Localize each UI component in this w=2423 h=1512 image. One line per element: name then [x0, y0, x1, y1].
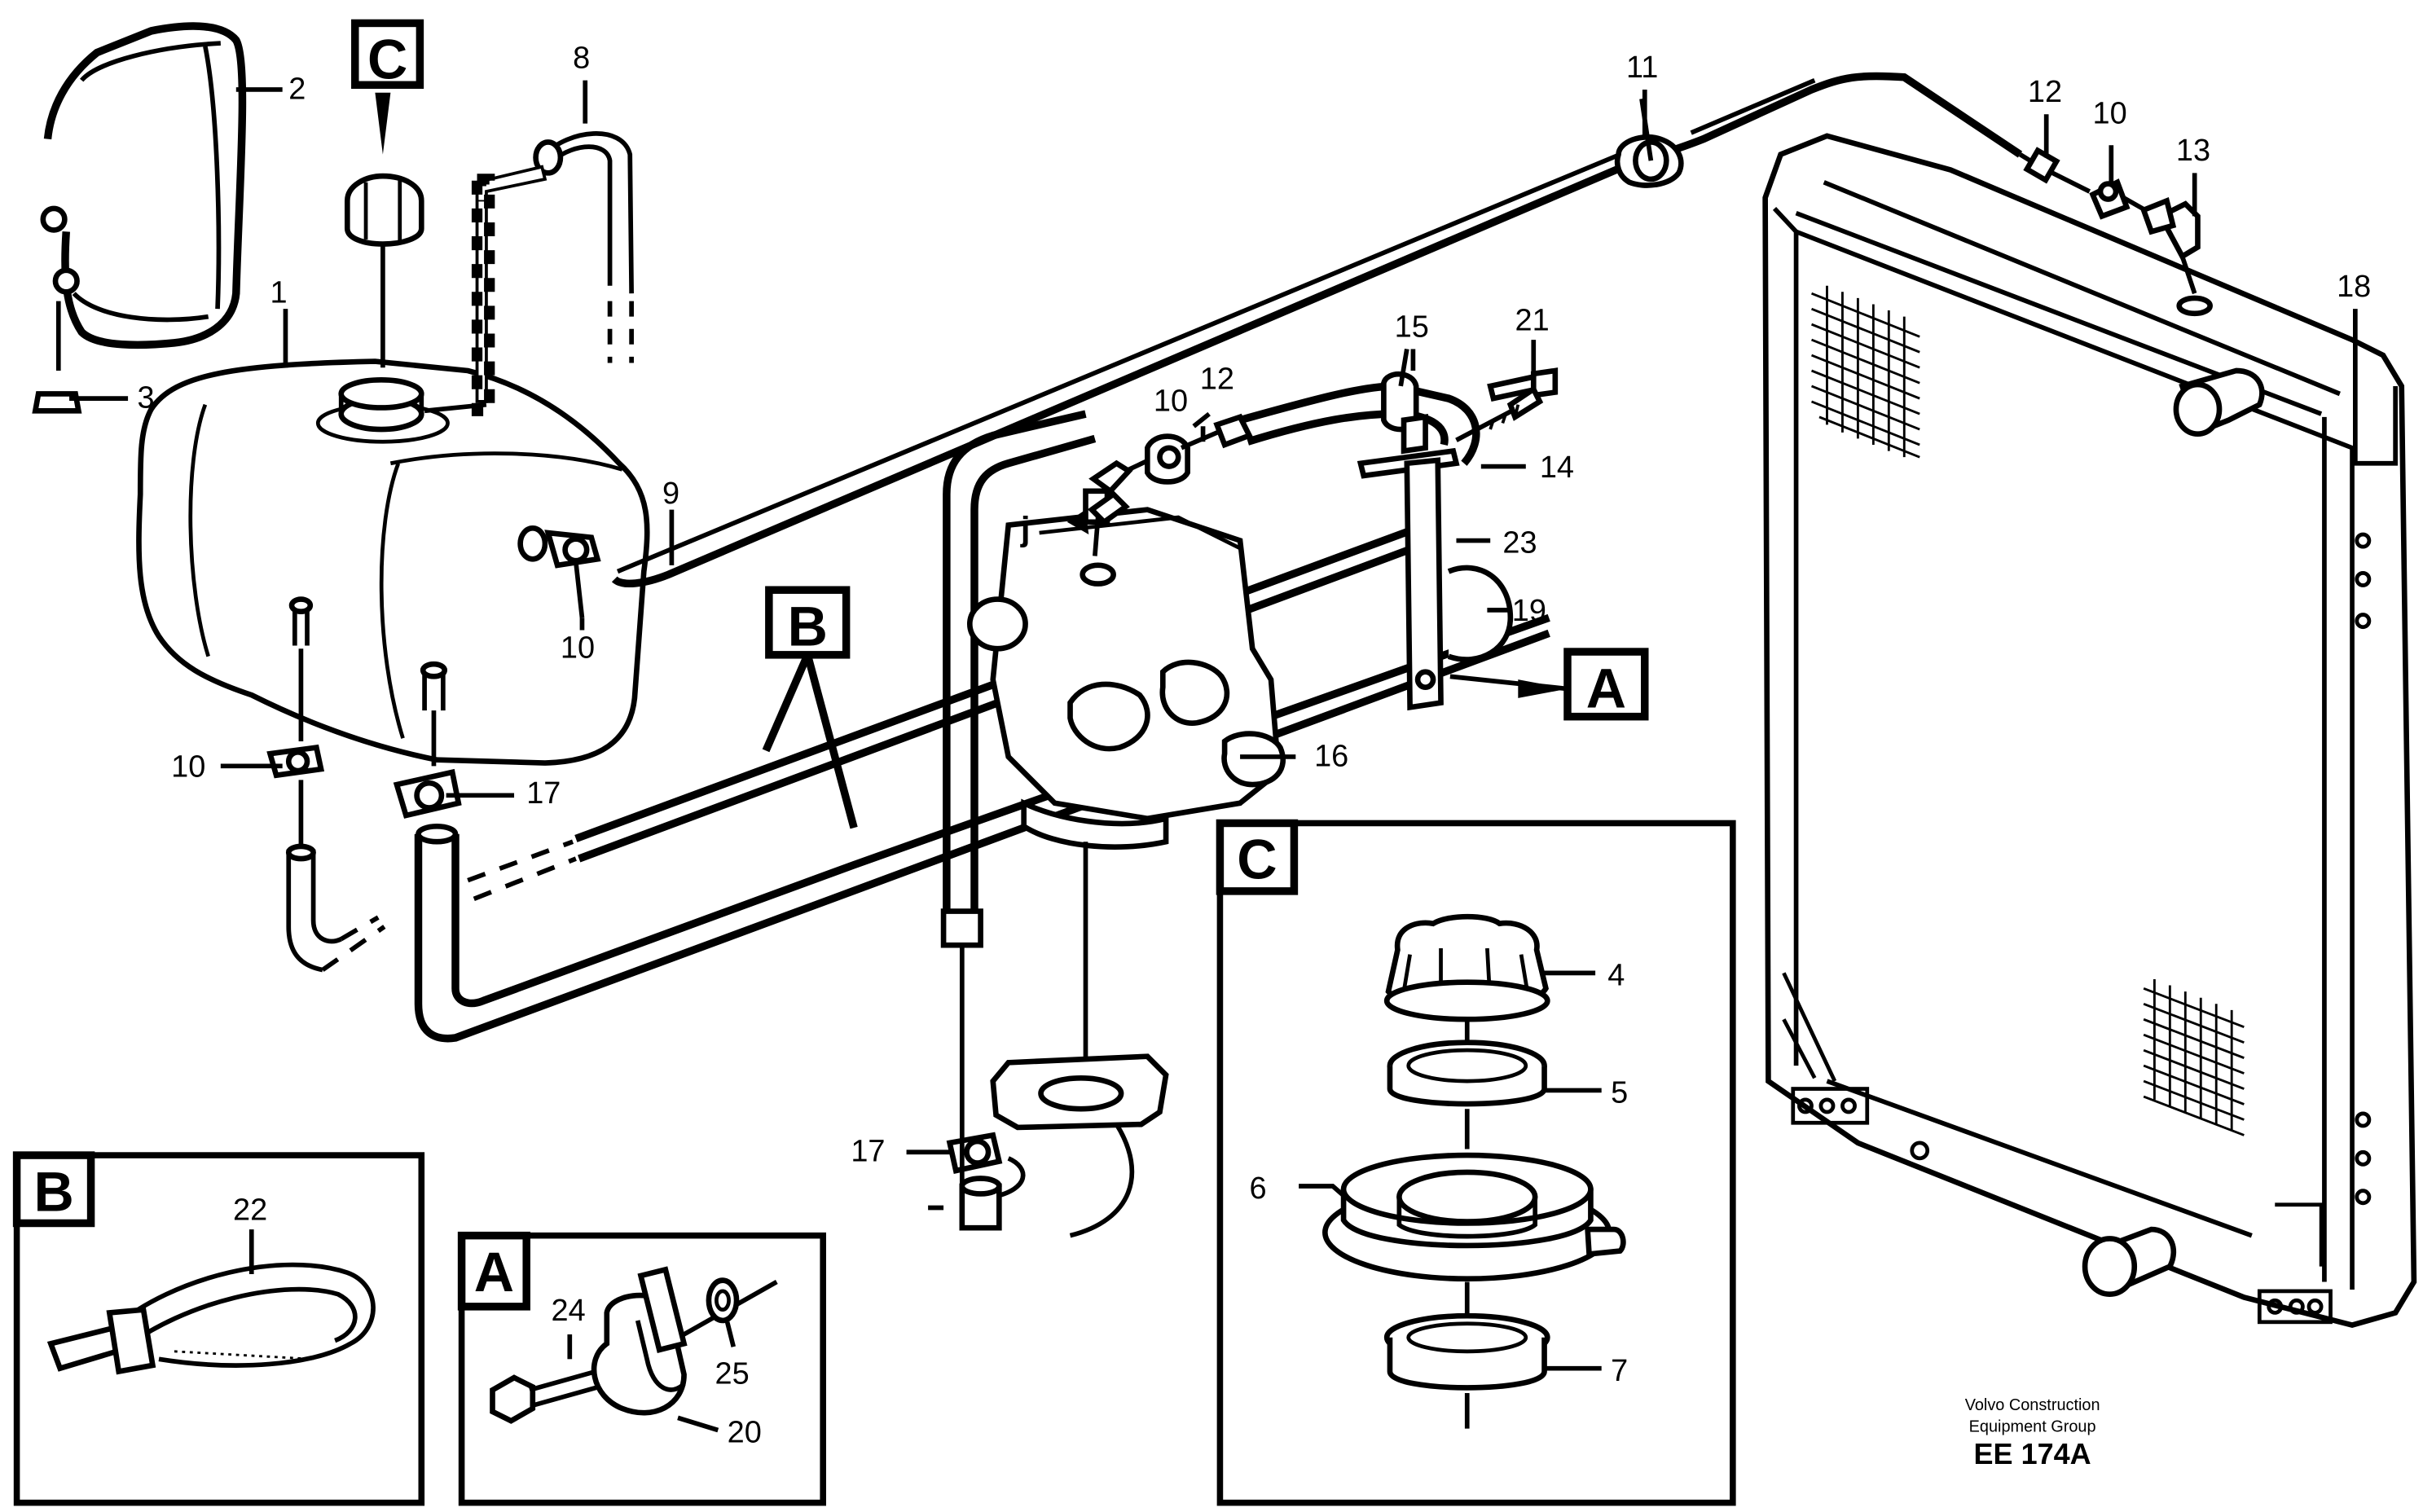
fitting-j [1066, 490, 1130, 556]
vent-hose [424, 131, 634, 416]
radiator [1762, 133, 2417, 1329]
callout-18: 18 [2337, 270, 2371, 304]
label-b-main: B [762, 586, 858, 829]
callout-24: 24 [552, 1294, 586, 1328]
footer-code: EE 174A [1974, 1437, 2091, 1470]
lower-left-hose [266, 596, 386, 973]
callout-9: 9 [662, 477, 679, 511]
footer-line-2: Equipment Group [1969, 1418, 2096, 1435]
filler-cap-top [344, 92, 424, 368]
callout-12-top: 12 [2028, 75, 2062, 109]
callout-19: 19 [1512, 594, 1546, 628]
callout-12-center: 12 [1200, 363, 1234, 397]
callout-22: 22 [233, 1193, 267, 1228]
callout-17-lower: 17 [526, 776, 561, 811]
callout-1: 1 [270, 276, 288, 310]
callout-6: 6 [1249, 1171, 1266, 1206]
callout-10-tank: 10 [561, 631, 595, 666]
tank-outlet-clamp [517, 525, 601, 618]
callout-j: j [1020, 510, 1031, 548]
radiator-mesh-lower [2143, 978, 2245, 1136]
label-a-main: A [1518, 648, 1649, 721]
callout-21: 21 [1515, 304, 1550, 338]
callout-8: 8 [573, 41, 590, 75]
detail-a-box: A [457, 1231, 826, 1506]
callout-5: 5 [1611, 1076, 1628, 1110]
radiator-mesh-upper [1810, 285, 1920, 459]
detail-c-box: C [1216, 819, 1736, 1506]
label-c-main: C [351, 19, 424, 91]
callout-25: 25 [715, 1357, 749, 1391]
callout-17-center: 17 [851, 1135, 885, 1169]
expansion-tank [136, 358, 650, 766]
pipe-9-11 [611, 72, 2060, 587]
bolt-21 [1455, 385, 1544, 442]
callout-10-lower: 10 [171, 750, 205, 785]
callout-11: 11 [1626, 51, 1658, 85]
callout-23: 23 [1502, 526, 1537, 560]
label-a-main-text: A [1586, 657, 1626, 719]
callout-14: 14 [1540, 451, 1574, 485]
callout-10-center: 10 [1154, 384, 1188, 418]
label-b-detail-text: B [33, 1161, 73, 1223]
label-a-detail-text: A [474, 1242, 514, 1303]
callout-2: 2 [288, 72, 306, 106]
callout-numbers: 1 2 3 8 9 10 10 17 11 12 10 13 18 10 12 … [137, 41, 2371, 1449]
label-c-detail-text: C [1237, 829, 1277, 891]
callout-10-top: 10 [2093, 97, 2127, 131]
leader-lines [69, 80, 2358, 1155]
footer: Volvo Construction Equipment Group EE 17… [1965, 1396, 2100, 1470]
callout-15: 15 [1395, 310, 1429, 344]
footer-line-1: Volvo Construction [1965, 1396, 2100, 1414]
callout-13: 13 [2176, 134, 2210, 168]
label-c-main-text: C [367, 29, 407, 91]
tank-strap-bracket [32, 22, 247, 414]
callout-20: 20 [728, 1416, 762, 1450]
callout-7: 7 [1611, 1354, 1628, 1388]
callout-4: 4 [1607, 959, 1625, 993]
return-pipe [393, 613, 1550, 1043]
label-b-main-text: B [788, 596, 828, 657]
detail-b-box: B [12, 1151, 425, 1506]
callout-16: 16 [1314, 739, 1348, 773]
callout-3: 3 [137, 380, 154, 415]
